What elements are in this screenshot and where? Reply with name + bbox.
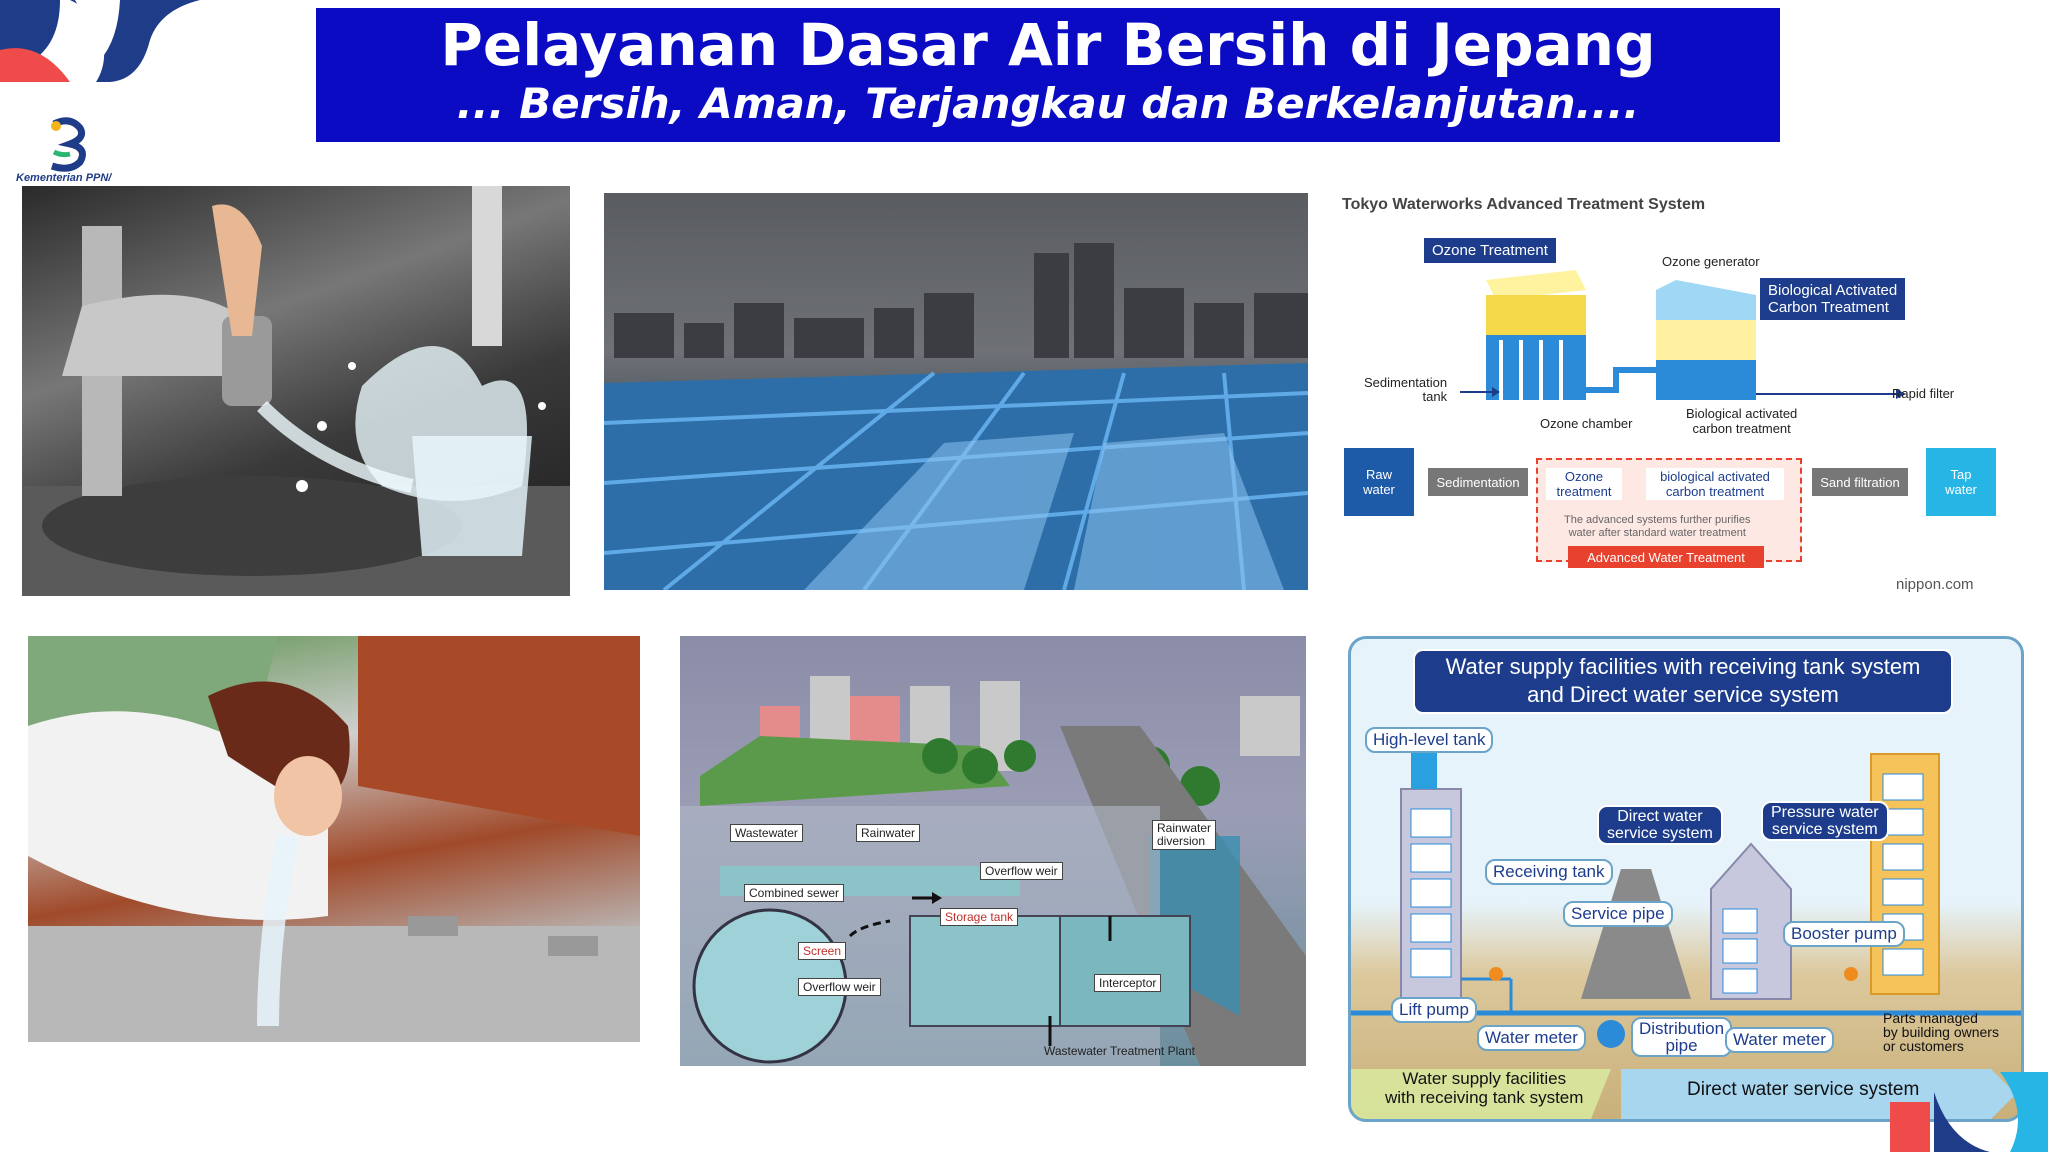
nippon-source-label: nippon.com: [1896, 576, 1974, 593]
overflow-weir-2-label: Overflow weir: [798, 978, 881, 996]
supply-diagram-title: Water supply facilities with receiving t…: [1413, 649, 1953, 714]
combined-sewer-label: Combined sewer: [744, 884, 845, 902]
treatment-plant-label: Wastewater Treatment Plant: [1044, 1044, 1195, 1058]
wastewater-label: Wastewater: [730, 824, 803, 842]
ozone-chamber-graphic: [1486, 270, 1756, 400]
treatment-plant-photo: [604, 193, 1308, 590]
tokyo-waterworks-diagram: Tokyo Waterworks Advanced Treatment Syst…: [1336, 190, 2016, 600]
faucet-glass-photo: [22, 186, 570, 596]
page-title: Pelayanan Dasar Air Bersih di Jepang: [440, 11, 1656, 79]
advanced-treatment-label: Advanced Water Treatment: [1568, 546, 1764, 568]
storage-tank-label: Storage tank: [940, 908, 1019, 926]
interceptor-label: Interceptor: [1094, 974, 1162, 992]
booster-pump-label: Booster pump: [1783, 921, 1905, 947]
rainwater-label: Rainwater: [856, 824, 921, 842]
footer-right-label: Direct water service system: [1687, 1079, 1920, 1100]
page-subtitle: ... Bersih, Aman, Terjangkau dan Berkela…: [456, 79, 1640, 128]
ministry-logo-icon: [50, 117, 86, 172]
ozone-chamber-label: Ozone chamber: [1540, 416, 1633, 431]
lift-pump-label: Lift pump: [1391, 997, 1477, 1023]
receiving-tank-label: Receiving tank: [1485, 859, 1613, 885]
arrow-icon: [1460, 387, 1500, 397]
arrow-icon: [1756, 389, 1906, 399]
tokyo-diagram-title: Tokyo Waterworks Advanced Treatment Syst…: [1342, 196, 1706, 213]
screen-label: Screen: [798, 942, 847, 960]
rapid-filter-label: Rapid filter: [1892, 386, 1955, 401]
corner-decoration-bottom-right: [1890, 1072, 2048, 1152]
ozone-treatment-label: Ozone Treatment: [1424, 238, 1556, 263]
water-meter-label: Water meter: [1477, 1025, 1586, 1051]
ozone-generator-label: Ozone generator: [1662, 254, 1760, 269]
ministry-logo: Kementerian PPN/: [10, 116, 120, 190]
sedimentation-box: Sedimentation: [1428, 468, 1528, 496]
water-supply-diagram: Water supply facilities with receiving t…: [1348, 636, 2024, 1122]
overflow-weir-label: Overflow weir: [980, 862, 1063, 880]
sand-filtration-box: Sand filtration: [1812, 468, 1908, 496]
corner-decoration-top-left: [0, 0, 200, 82]
service-pipe-label: Service pipe: [1563, 901, 1673, 927]
high-level-tank-label: High-level tank: [1365, 727, 1494, 753]
girl-drinking-photo: [28, 636, 640, 1042]
water-meter-2-label: Water meter: [1725, 1027, 1834, 1053]
ministry-logo-text: Kementerian PPN/: [16, 172, 112, 184]
title-banner: Pelayanan Dasar Air Bersih di Jepang ...…: [316, 8, 1780, 142]
